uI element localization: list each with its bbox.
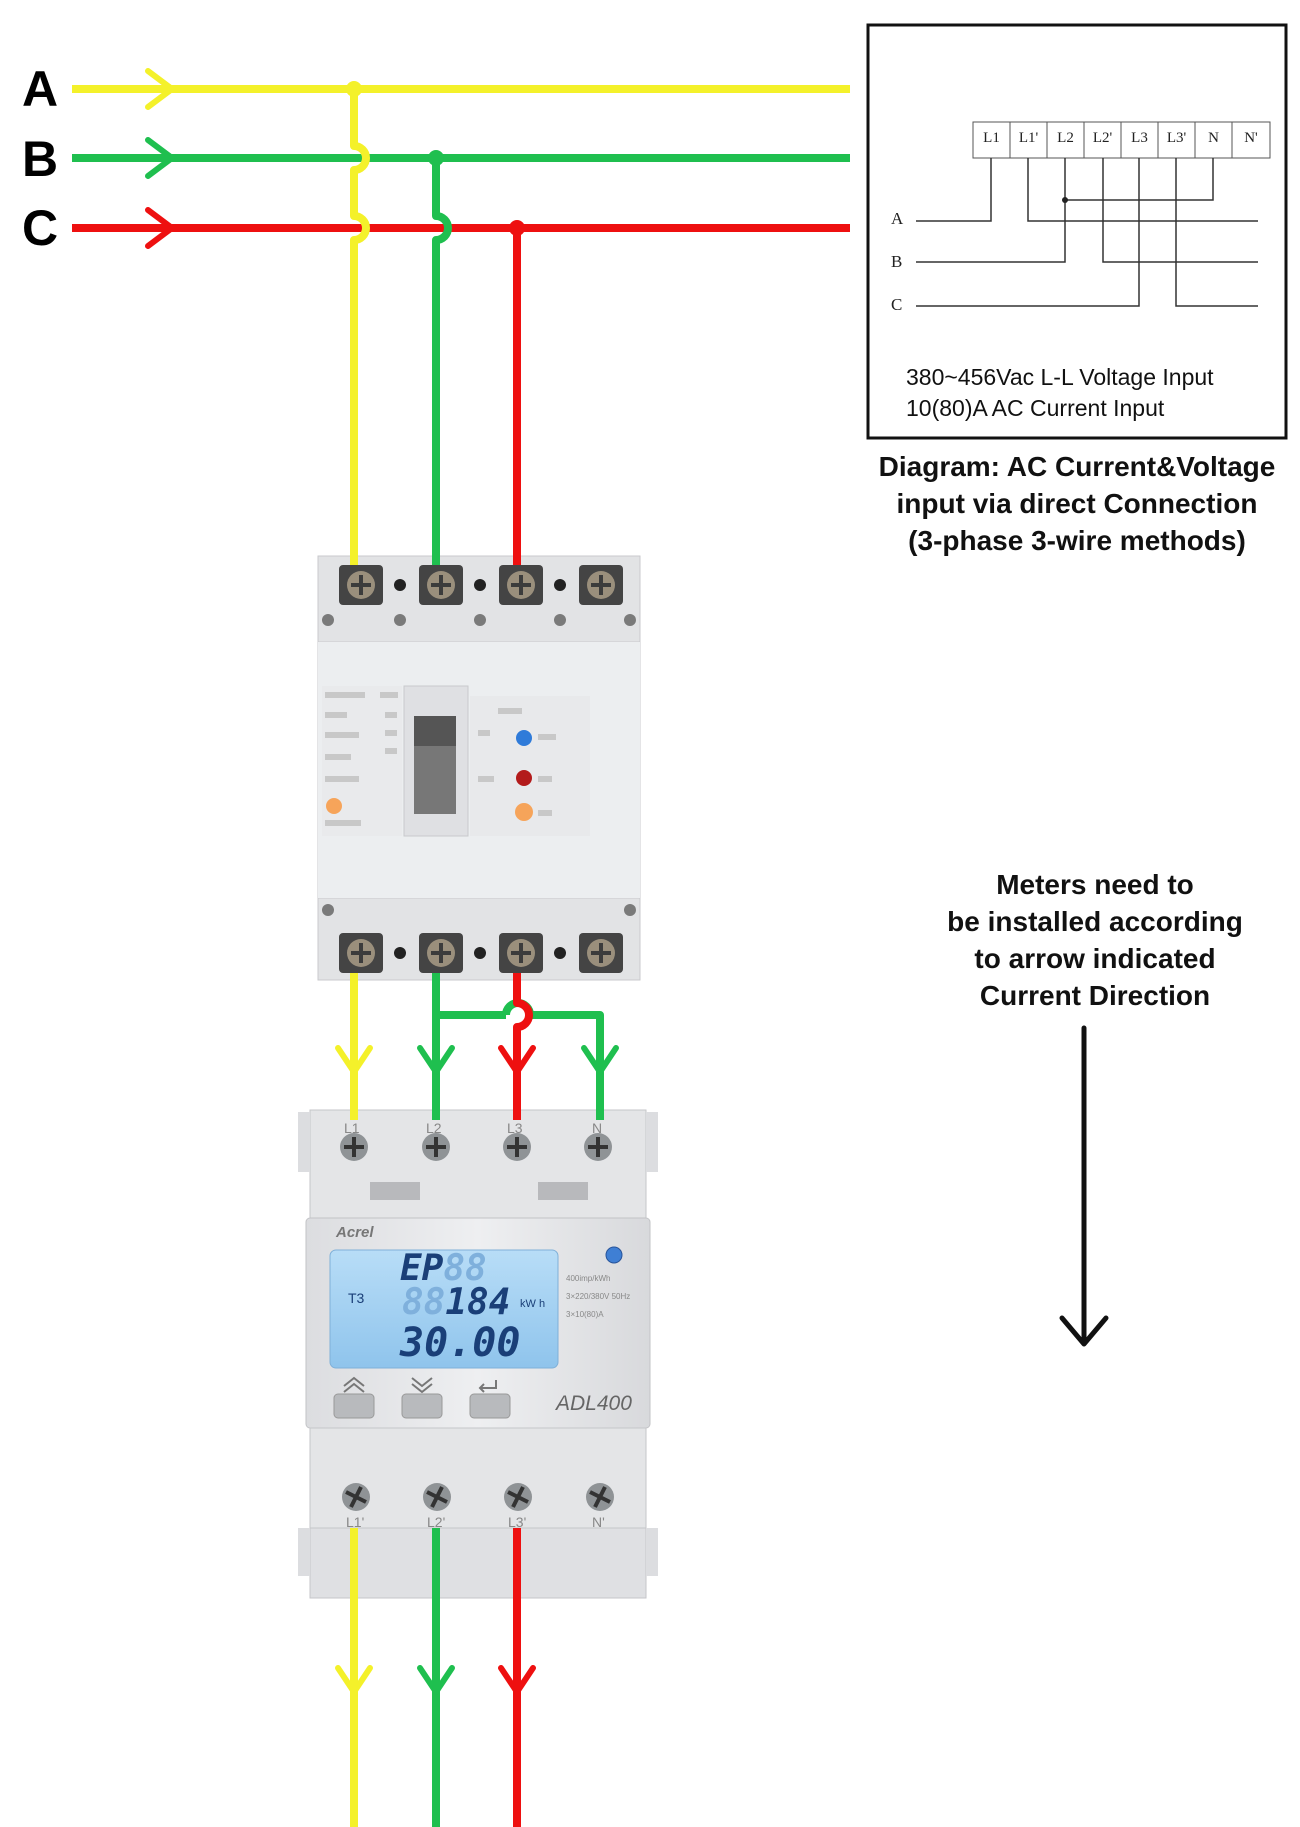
pulse-led xyxy=(605,1246,623,1264)
inset-line-label-c: C xyxy=(891,295,903,314)
breaker-top-terminals xyxy=(322,565,636,626)
caption-line: Diagram: AC Current&Voltage xyxy=(878,451,1276,482)
lcd-dim-digits: 88 xyxy=(443,1248,487,1289)
meter-spec-impulse: 400imp/kWh xyxy=(566,1274,611,1283)
note-line: to arrow indicated xyxy=(974,943,1216,974)
meter-terminal-label: L3' xyxy=(508,1514,527,1530)
lcd-row-2: 88184 xyxy=(402,1282,510,1323)
inset-wiring xyxy=(916,158,1258,307)
inset-terminal-label: L1 xyxy=(983,130,1000,146)
inset-spec-current: 10(80)A AC Current Input xyxy=(906,395,1165,421)
junction-dots xyxy=(346,81,525,236)
down-arrow-icon xyxy=(411,1377,433,1394)
meter-terminal-label: N xyxy=(592,1120,603,1136)
arrow-down-icon xyxy=(581,1045,619,1075)
meter-terminal-label: L2' xyxy=(427,1514,446,1530)
arrow-right-icon xyxy=(145,137,175,179)
phase-label-b: B xyxy=(22,131,59,187)
inset-terminal-label: N xyxy=(1208,130,1219,146)
lcd-reading: 184 xyxy=(445,1282,511,1323)
inset-line-label-a: A xyxy=(891,209,904,228)
lcd-tariff: T3 xyxy=(348,1290,365,1306)
arrow-down-icon xyxy=(335,1045,373,1075)
meter-terminal-label: L2 xyxy=(426,1120,442,1136)
note-line: Current Direction xyxy=(979,980,1211,1011)
meter-bottom-screws xyxy=(342,1483,614,1511)
lcd-row-1: EP88 xyxy=(400,1248,487,1289)
phase-label-c: C xyxy=(22,200,59,256)
current-direction-arrows xyxy=(145,68,619,1695)
wires xyxy=(72,85,850,1827)
direction-note: Meters need to be installed according to… xyxy=(910,866,1280,1014)
direction-arrow-icon xyxy=(1059,1025,1109,1347)
inset-terminal-label: L2 xyxy=(1057,130,1074,146)
meter-terminal-label: N' xyxy=(592,1514,605,1530)
meter-model: ADL400 xyxy=(556,1392,632,1415)
meter-down-button[interactable] xyxy=(401,1393,443,1419)
inset-spec-voltage: 380~456Vac L-L Voltage Input xyxy=(906,364,1214,390)
inset-line-label-b: B xyxy=(891,252,903,271)
arrow-right-icon xyxy=(145,68,175,110)
inset-terminal-label: L2' xyxy=(1092,130,1113,146)
wire-phase-a-drop xyxy=(350,89,370,565)
arrow-right-icon xyxy=(145,207,175,249)
inset-terminal-labels: L1 L1' L2 L2' L3 L3' N N' xyxy=(973,130,1270,150)
wire-phase-b-drop xyxy=(432,158,452,565)
wire-b-to-meter xyxy=(432,973,604,1120)
enter-icon xyxy=(478,1380,497,1393)
note-line: Meters need to xyxy=(996,869,1194,900)
inset-terminal-label: L1' xyxy=(1018,130,1039,146)
meter-lcd xyxy=(329,1249,559,1369)
meter-terminal-label: L1 xyxy=(344,1120,360,1136)
up-arrow-icon xyxy=(343,1376,365,1393)
meter-spec-voltage: 3×220/380V 50Hz xyxy=(566,1292,631,1301)
inset-diagram xyxy=(866,23,1288,440)
meter-bottom-terminal-labels: L1' L2' L3' N' xyxy=(330,1514,630,1530)
arrow-down-icon xyxy=(498,1045,536,1075)
arrow-down-icon xyxy=(498,1665,536,1695)
meter-terminal-label: L1' xyxy=(346,1514,365,1530)
circuit-breaker xyxy=(317,555,641,981)
phase-label-a: A xyxy=(22,61,59,117)
note-line: be installed according xyxy=(947,906,1243,937)
arrow-down-icon xyxy=(335,1665,373,1695)
inset-terminal-label: L3' xyxy=(1166,130,1187,146)
inset-terminal-label: L3 xyxy=(1131,130,1148,146)
breaker-bottom-terminals xyxy=(322,904,636,973)
wire-c-to-meter xyxy=(513,973,533,1120)
lcd-mode: EP xyxy=(400,1248,444,1289)
lcd-unit: kW h xyxy=(520,1298,546,1310)
meter-up-button[interactable] xyxy=(333,1393,375,1419)
meter-top-screws xyxy=(340,1133,612,1161)
meter-enter-button[interactable] xyxy=(469,1393,511,1419)
meter-spec-current: 3×10(80)A xyxy=(566,1310,604,1319)
inset-terminal-label: N' xyxy=(1244,130,1258,146)
caption-line: input via direct Connection xyxy=(896,488,1258,519)
lcd-row-3: 30.00 xyxy=(400,1320,521,1366)
caption-line: (3-phase 3-wire methods) xyxy=(908,525,1246,556)
inset-terminal-strip xyxy=(972,121,1271,159)
arrow-down-icon xyxy=(417,1665,455,1695)
meter-brand-logo: Acrel xyxy=(336,1224,374,1241)
energy-meter xyxy=(298,1109,658,1599)
meter-top-terminal-labels: L1 L2 L3 N xyxy=(330,1120,630,1136)
diagram-caption: Diagram: AC Current&Voltage input via di… xyxy=(840,448,1300,559)
meter-terminal-label: L3 xyxy=(507,1120,523,1136)
arrow-down-icon xyxy=(417,1045,455,1075)
lcd-dim-digits: 88 xyxy=(402,1282,446,1323)
